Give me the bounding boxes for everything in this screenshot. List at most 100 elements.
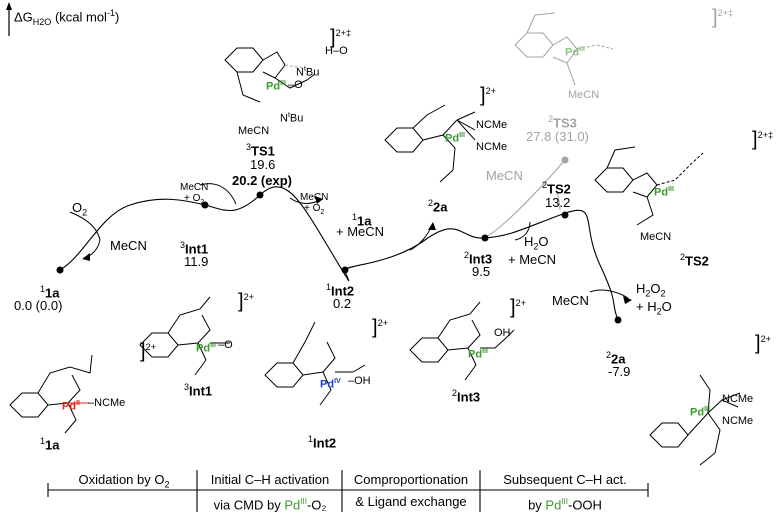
reagent-o2: O2 — [72, 200, 88, 218]
point-ts3 — [561, 156, 569, 164]
label-1a-struct: 11a — [40, 436, 60, 453]
int3-pd: PdIII — [468, 348, 488, 361]
label-2a: 22a — [606, 350, 626, 367]
ts1-pd: PdIII — [266, 80, 286, 93]
label-int2: 1Int2 — [326, 282, 355, 299]
2a-top-ncme-2: NCMe — [476, 141, 508, 153]
point-1a — [56, 266, 64, 274]
ts3-mecn: MeCN — [568, 89, 600, 101]
reagent-plus-mecn: + MeCN — [336, 224, 385, 239]
structure-2a-bottom — [649, 374, 741, 466]
stage-initial-ch-line2: via CMD by PdIII-O₂ — [213, 497, 327, 513]
2a-bottom-ncme-2: NCMe — [722, 415, 754, 427]
label-ts3: 2TS3 — [548, 114, 577, 131]
stage-oxidation: Oxidation by O2 — [78, 472, 170, 490]
label-ts1: 3TS1 — [246, 142, 275, 159]
point-2a — [614, 316, 622, 324]
o2-in-arrow — [69, 211, 101, 241]
reagent-h2o2: H2O2 — [636, 281, 666, 299]
ts2-arrowhead — [623, 296, 632, 304]
int3-oh: OH — [494, 327, 511, 339]
reagent-mecn-gray: MeCN — [486, 168, 523, 183]
int2-charge: ]2+ — [372, 316, 389, 339]
ts2-arrow — [589, 289, 629, 299]
point-int2 — [341, 266, 349, 274]
structure-int2 — [264, 321, 366, 406]
structure-int3 — [409, 301, 515, 381]
int2-arrowhead — [428, 222, 436, 230]
stage-subsequent-line2: by PdIII-OOH — [528, 497, 602, 513]
ts2-charge: ]2+‡ — [752, 128, 774, 151]
int1-pd: PdIII — [196, 342, 216, 355]
ts3-pd: PdIII — [565, 46, 585, 59]
int2-pd: PdIV — [320, 378, 341, 391]
label-int3: 2Int3 — [464, 250, 493, 267]
stage-comproportionation-line2: & Ligand exchange — [355, 494, 467, 509]
int3-charge: ]2+ — [510, 296, 527, 319]
int1-charge: ]2+ — [238, 290, 255, 313]
label-int3-struct: 2Int3 — [452, 388, 481, 405]
label-ts2: 2TS2 — [542, 180, 571, 197]
point-int1 — [201, 201, 209, 209]
point-ts1 — [256, 191, 264, 199]
energy-ts1: 19.6 — [250, 157, 276, 172]
2a-top-charge: ]2+ — [480, 84, 497, 107]
structure-ts1 — [224, 47, 316, 103]
ts1-n-tbu: NtBu — [296, 66, 320, 79]
ts3-arrow — [555, 189, 561, 211]
label-1a: 11a — [40, 284, 60, 301]
1a-ncme: –NCMe — [88, 397, 126, 409]
ts3-charge: ]2+‡ — [712, 6, 734, 29]
structure-ts2 — [594, 146, 704, 226]
int3-arrow — [514, 221, 531, 241]
ts1-o: –O — [288, 79, 303, 91]
2a-bottom-charge: ]2+ — [755, 332, 772, 355]
energy-int3: 9.5 — [472, 264, 491, 279]
reagent-plus-h2o: + H2O — [636, 299, 672, 317]
energy-ts2: 13.2 — [545, 195, 571, 210]
point-int3 — [481, 234, 489, 242]
stage-comproportionation-line1: Comproportionation — [353, 472, 469, 487]
energy-2a: -7.9 — [608, 364, 631, 379]
int1-o: –O — [218, 339, 233, 351]
label-2a-top: 22a — [428, 198, 448, 215]
ts1-oh: H–O — [325, 45, 348, 57]
label-ts2-struct: 2TS2 — [680, 252, 709, 269]
2a-top-ncme-1: NCMe — [476, 119, 508, 131]
reagent-mecn-o2-out: MeCN + O2 — [300, 192, 329, 216]
stage-subsequent-line1: Subsequent C–H act. — [503, 472, 627, 487]
mecn-out-arrowhead — [82, 253, 90, 261]
1a-charge: ]2+ — [140, 340, 157, 363]
ts1-arrowhead — [315, 196, 323, 204]
energy-ts3: 27.8 (31.0) — [526, 129, 589, 144]
ts1-mecn: MeCN — [238, 125, 270, 137]
2a-top-pd: PdIII — [445, 132, 465, 145]
ts1-n-tbu-2: NtBu — [280, 112, 304, 125]
2a-bottom-ncme-1: NCMe — [722, 393, 754, 405]
label-int2-struct: 1Int2 — [308, 434, 337, 451]
ts1-arrow-in — [199, 183, 237, 205]
energy-1a: 0.0 (0.0) — [14, 298, 63, 313]
label-int1: 3Int1 — [180, 240, 209, 257]
structure-2a-top — [384, 104, 476, 183]
int2-oh: –OH — [348, 375, 371, 387]
ts2-mecn: MeCN — [640, 231, 672, 243]
reagent-h2o: H2O — [524, 234, 549, 252]
structure-1a — [9, 354, 93, 434]
label-int1-struct: 3Int1 — [184, 382, 213, 399]
2a-bottom-pd: PdIII — [690, 406, 710, 419]
reagent-1a-plus: 11a — [352, 212, 372, 229]
y-axis-arrowhead — [6, 2, 12, 10]
stage-initial-ch-line1: Initial C–H activation — [210, 472, 330, 487]
reagent-plus-mecn-2: + MeCN — [508, 252, 557, 267]
1a-pd: PdII — [62, 400, 80, 413]
energy-int2: 0.2 — [333, 296, 352, 311]
structure-int1 — [139, 296, 230, 376]
reagent-mecn-right: MeCN — [552, 293, 589, 308]
ts3-branch-curve — [484, 159, 566, 239]
reagent-mecn-out: MeCN — [110, 238, 147, 253]
reagent-mecn-o2-in: MeCN + O2 — [180, 182, 209, 206]
ts1-charge: ]2+‡ — [330, 26, 352, 49]
